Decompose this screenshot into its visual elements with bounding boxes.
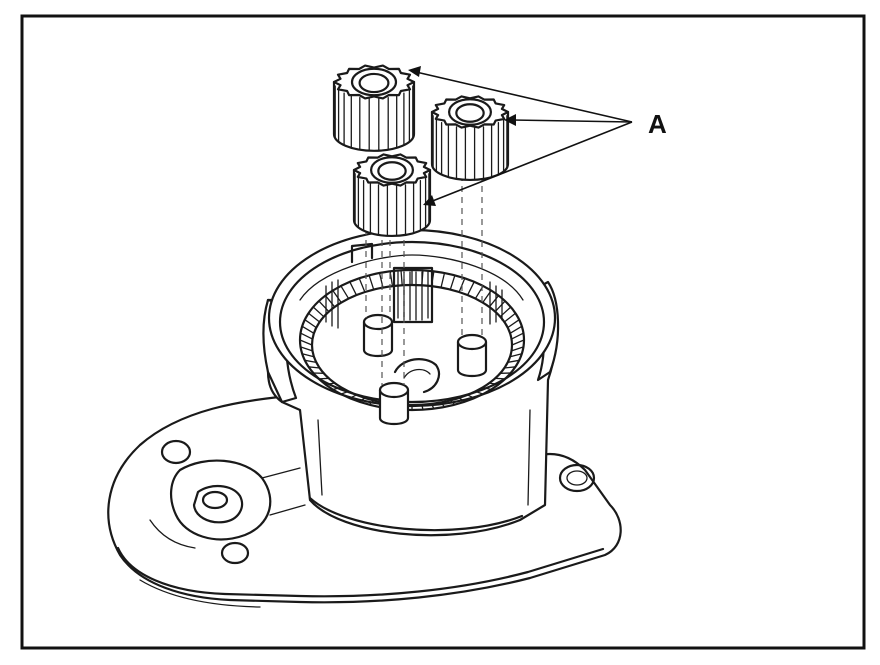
callout-leaders xyxy=(408,66,633,206)
shaft-boss-inner xyxy=(192,485,244,524)
gear-hub xyxy=(370,156,415,184)
callout-label: A xyxy=(648,109,667,139)
shaft-boss xyxy=(170,459,272,541)
gear-hub xyxy=(350,67,398,97)
carrier-pin-right xyxy=(456,333,488,378)
gear-teeth-side xyxy=(333,81,415,152)
planetary-gear-top-left xyxy=(332,64,416,152)
cylinder-bottom-edge xyxy=(308,496,524,532)
gear-bore xyxy=(377,161,407,181)
boss-rib xyxy=(149,467,306,549)
gear-housing xyxy=(107,228,622,608)
cylinder-side-line xyxy=(317,409,531,506)
housing-inner-wall xyxy=(299,254,524,301)
gear-hub xyxy=(448,98,493,126)
planetary-gear-front xyxy=(352,153,432,238)
sun-gear-recess-inner xyxy=(403,368,431,379)
flange-underside xyxy=(139,579,261,608)
planetary-gear-right xyxy=(430,95,510,182)
mounting-hole-right xyxy=(558,463,596,493)
flange-edge xyxy=(116,546,605,598)
housing-rim-mid xyxy=(278,240,546,404)
carrier-pin-front xyxy=(378,381,410,426)
carrier-pin-left xyxy=(362,313,394,358)
gear-bore xyxy=(455,103,485,123)
mounting-hole-lower xyxy=(220,541,250,565)
housing-rim-outer xyxy=(267,228,557,408)
gear-bore xyxy=(358,72,390,94)
inner-wall-slots xyxy=(325,266,503,329)
mounting-hole-left xyxy=(160,439,192,465)
rim-notch xyxy=(350,242,374,264)
gear-teeth-side xyxy=(431,111,509,181)
mounting-hole-right-inner xyxy=(566,470,588,486)
shaft-hole xyxy=(201,490,229,510)
